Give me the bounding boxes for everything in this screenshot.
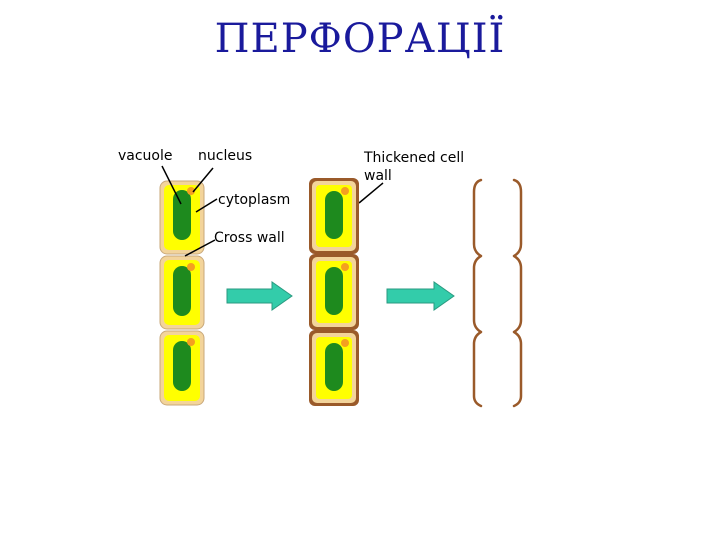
- nucleus: [341, 339, 349, 347]
- pointer-cytoplasm: [195, 198, 218, 213]
- label-pointers: [161, 165, 384, 257]
- nucleus: [187, 263, 195, 271]
- vacuole: [173, 266, 191, 316]
- cell-column-thin: [159, 180, 205, 406]
- label-thickened-wall: Thickened cell wall: [364, 149, 464, 185]
- cell-thin-3: [159, 330, 205, 406]
- cell-thick-3: [309, 330, 359, 406]
- pointer-vacuole: [161, 165, 182, 205]
- vessel-walls: [472, 178, 523, 408]
- cell-column-thick: [309, 178, 359, 406]
- cell-thick-2: [309, 254, 359, 330]
- vessel-wall-left: [472, 178, 483, 408]
- cell-thin-1: [159, 180, 205, 255]
- nucleus: [341, 187, 349, 195]
- vacuole: [325, 191, 343, 239]
- cell-thick-1: [309, 178, 359, 254]
- nucleus: [187, 338, 195, 346]
- label-vacuole: vacuole: [118, 148, 173, 164]
- vessel-wall-right: [512, 178, 523, 408]
- cell-thin-2: [159, 255, 205, 330]
- vacuole: [325, 267, 343, 315]
- label-cytoplasm: cytoplasm: [218, 192, 291, 208]
- right-arrow-icon: [386, 281, 455, 311]
- vacuole: [173, 341, 191, 391]
- pointer-cross-wall: [184, 239, 216, 257]
- label-thickened-wall-line1: Thickened cell: [364, 150, 465, 166]
- pointer-thickened-wall: [358, 182, 384, 204]
- vacuole: [325, 343, 343, 391]
- label-cross-wall: Cross wall: [214, 230, 285, 246]
- right-arrow-icon: [226, 281, 293, 311]
- label-nucleus: nucleus: [198, 148, 253, 164]
- nucleus: [187, 187, 195, 195]
- vacuole: [173, 190, 191, 240]
- page-title: ПЕРФОРАЦІЇ: [214, 16, 506, 62]
- pointer-nucleus: [192, 167, 214, 193]
- nucleus: [341, 263, 349, 271]
- label-thickened-wall-line2: wall: [364, 168, 392, 184]
